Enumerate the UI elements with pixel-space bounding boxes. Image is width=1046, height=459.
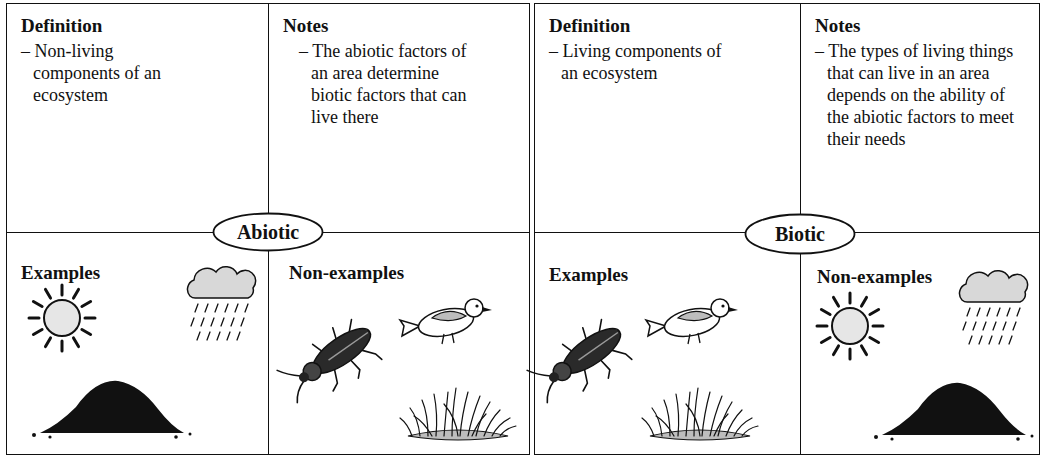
bird-icon [400, 299, 492, 344]
term-label: Biotic [775, 223, 825, 246]
quadrant-heading: Notes [283, 14, 515, 37]
oval-shape [746, 215, 855, 254]
bird-icon [646, 299, 738, 344]
rain-cloud-icon [187, 267, 255, 340]
term-oval: Abiotic [212, 212, 324, 252]
quadrant-heading: Examples [549, 263, 786, 286]
oval-shape [214, 214, 323, 251]
quadrant-heading: Non-examples [289, 261, 509, 284]
frayer-quadrant: Notes – The types of living things that c… [800, 3, 1040, 233]
grass-icon [642, 388, 758, 440]
frayer-quadrant: Non-examples [800, 232, 1040, 455]
beetle-icon [274, 312, 388, 415]
quadrant-heading: Definition [549, 14, 786, 37]
beetle-icon [524, 312, 638, 415]
quadrant-note: – Non-living components of an ecosystem [21, 40, 183, 106]
frayer-quadrant: Non-examples [268, 232, 530, 455]
quadrant-heading: Notes [815, 14, 1025, 37]
soil-pile-icon [32, 381, 192, 439]
frayer-quadrant: Definition – Living components of an ecos… [534, 3, 801, 233]
frayer-quadrant: Notes – The abiotic factors of an area de… [268, 3, 530, 233]
sun-icon [29, 285, 95, 351]
quadrant-note: – The abiotic factors of an area determi… [299, 40, 479, 128]
soil-pile-icon [874, 383, 1034, 441]
sun-icon [817, 293, 883, 359]
quadrant-note: – Living components of an ecosystem [549, 40, 741, 84]
grass-icon [400, 388, 516, 440]
quadrant-heading: Definition [21, 14, 254, 37]
quadrant-heading: Examples [21, 261, 254, 284]
frayer-quadrant: Examples [534, 232, 801, 455]
quadrant-heading: Non-examples [817, 265, 1023, 288]
term-label: Abiotic [237, 221, 299, 244]
frayer-quadrant: Definition – Non-living components of an … [6, 3, 269, 233]
frayer-quadrant: Examples [6, 232, 269, 455]
rain-cloud-icon [959, 271, 1027, 344]
quadrant-note: – The types of living things that can li… [815, 40, 1025, 150]
term-oval: Biotic [744, 213, 856, 255]
